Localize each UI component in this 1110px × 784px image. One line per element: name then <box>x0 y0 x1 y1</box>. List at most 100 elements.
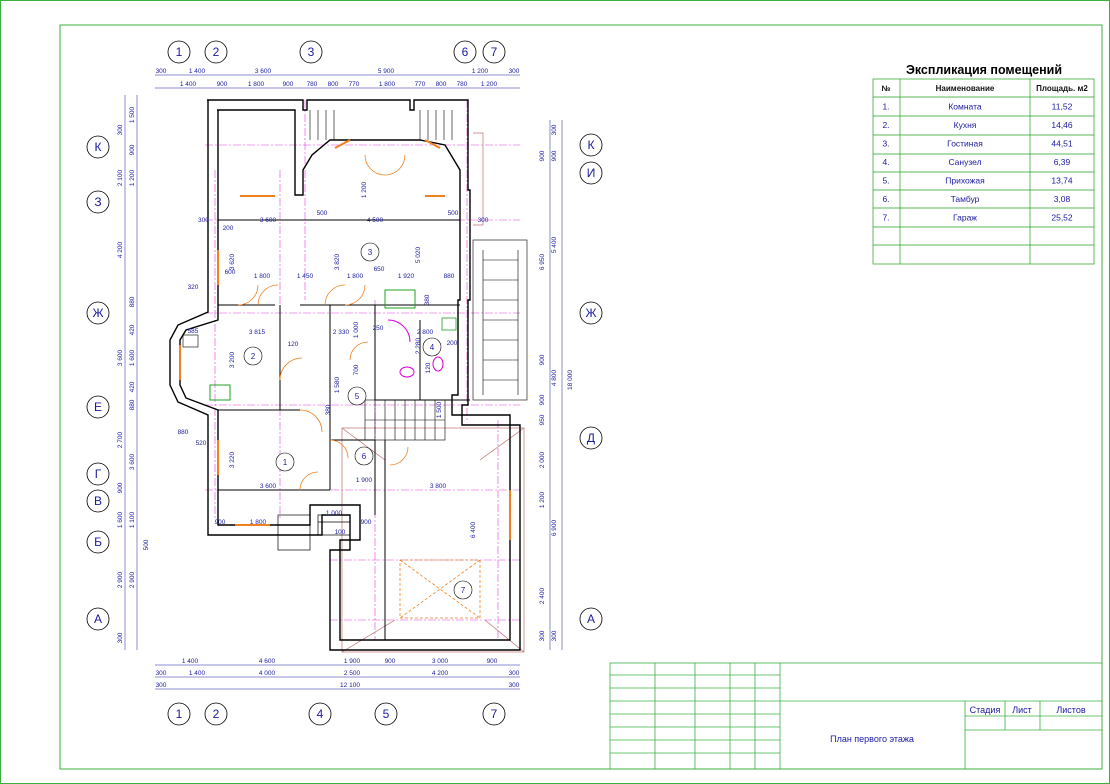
dimension-label: 520 <box>196 440 207 447</box>
dimension-label: 1 600 <box>129 349 136 366</box>
dimension-label: 100 <box>335 529 346 536</box>
dimension-label: 120 <box>425 362 432 373</box>
table-cell-number: 2. <box>882 120 889 130</box>
dimension-label: 320 <box>188 284 199 291</box>
axis-label-right: И <box>587 166 596 180</box>
dimension-label: 300 <box>156 682 167 689</box>
staircase <box>364 399 446 441</box>
dimension-label: 900 <box>539 394 546 405</box>
dimension-label: 300 <box>539 630 546 641</box>
table-cell-name: Санузел <box>948 157 981 167</box>
dimension-label: 380 <box>325 404 332 415</box>
dimension-label: 500 <box>317 210 328 217</box>
dimension-label: 4 000 <box>259 670 276 677</box>
dimension-label: 1 500 <box>436 401 443 418</box>
dimension-label: 900 <box>487 658 498 665</box>
axis-label-left: Е <box>94 400 102 414</box>
table-cell-number: 5. <box>882 176 889 186</box>
dimension-label: 420 <box>129 381 136 392</box>
interior-walls <box>218 219 470 640</box>
dimension-label: 1 900 <box>356 477 373 484</box>
dimension-label: 700 <box>353 364 360 375</box>
dimension-label: 2 330 <box>333 329 350 336</box>
dimension-label: 880 <box>444 273 455 280</box>
windows <box>179 139 511 540</box>
room-number: 3 <box>368 248 373 257</box>
dimension-label: 300 <box>478 217 489 224</box>
axis-label-top: 3 <box>308 45 315 59</box>
dimension-label: 900 <box>217 81 228 88</box>
entrance-steps <box>277 514 351 551</box>
dimension-label: 420 <box>129 324 136 335</box>
table-header: № <box>882 84 891 93</box>
table-cell-name: Тамбур <box>951 194 980 204</box>
dimension-label: 200 <box>447 340 458 347</box>
room-schedule: Экспликация помещений № Наименование Пло… <box>872 63 1095 265</box>
table-cell-number: 3. <box>882 139 889 149</box>
axis-label-left: Ж <box>92 306 103 320</box>
dimension-label: 1 600 <box>117 511 124 528</box>
doors <box>237 154 409 491</box>
dimension-label: 3 000 <box>432 658 449 665</box>
dimension-label: 300 <box>156 670 167 677</box>
axis-label-left: В <box>94 494 102 508</box>
dimension-label: 3 600 <box>260 483 277 490</box>
dimension-label: 1 200 <box>129 169 136 186</box>
table-cell-number: 7. <box>882 213 889 223</box>
dimension-label: 3 815 <box>249 329 266 336</box>
table-cell-name: Комната <box>948 102 982 112</box>
dimension-label: 1 580 <box>334 376 341 393</box>
dimension-label: 1 200 <box>481 81 498 88</box>
roof-outline <box>341 132 525 653</box>
table-cell-area: 14,46 <box>1051 120 1073 130</box>
dimension-label: 18 000 <box>567 370 574 390</box>
dimension-label: 5 900 <box>378 68 395 75</box>
dimension-label: 4 500 <box>367 217 384 224</box>
room-number: 4 <box>430 343 435 352</box>
dimension-label: 1 200 <box>472 68 489 75</box>
dimension-label: 900 <box>117 482 124 493</box>
sanitary-fixtures <box>182 289 457 401</box>
table-cell-name: Гостиная <box>947 139 983 149</box>
dimension-lines <box>124 74 563 690</box>
dimension-label: 300 <box>551 630 558 641</box>
dimension-label: 1 900 <box>344 658 361 665</box>
dimension-label: 2 280 <box>415 337 422 354</box>
dimension-label: 900 <box>129 144 136 155</box>
dimension-label: 300 <box>509 670 520 677</box>
axis-label-right: Ж <box>585 306 596 320</box>
dimension-label: 1 500 <box>129 106 136 123</box>
dimension-label: 780 <box>457 81 468 88</box>
dimension-label: 900 <box>215 519 226 526</box>
dimension-label: 2 800 <box>417 329 434 336</box>
room-markers <box>243 242 473 600</box>
dimension-label: 900 <box>361 519 372 526</box>
dimension-label: 900 <box>385 658 396 665</box>
dimension-label: 1 400 <box>189 68 206 75</box>
axis-label-right: К <box>588 138 595 152</box>
axis-label-bottom: 7 <box>491 707 498 721</box>
axis-label-top: 7 <box>491 45 498 59</box>
dimension-label: 120 <box>288 341 299 348</box>
sheets-count-label: Листов <box>1056 705 1085 715</box>
table-cell-area: 25,52 <box>1051 213 1073 223</box>
dimension-label: 3 220 <box>229 451 236 468</box>
dimension-label: 2 700 <box>117 431 124 448</box>
dimension-label: 4 200 <box>117 241 124 258</box>
dimension-label: 200 <box>223 225 234 232</box>
table-cell-number: 1. <box>882 102 889 112</box>
dimension-label: 250 <box>373 325 384 332</box>
axis-label-top: 6 <box>462 45 469 59</box>
dimension-label: 900 <box>539 354 546 365</box>
dimension-label: 1 000 <box>326 510 343 517</box>
axis-label-left: Г <box>95 467 102 481</box>
room-number: 5 <box>355 392 360 401</box>
dimension-labels: 300 1 400 3 600 5 900 1 200 300 1 400 90… <box>117 68 574 689</box>
room-number: 7 <box>461 586 466 595</box>
axis-label-right: А <box>587 612 595 626</box>
dimension-label: 2 900 <box>129 571 136 588</box>
exterior-walls <box>169 99 521 651</box>
axis-label-bottom: 2 <box>213 707 220 721</box>
dimension-label: 300 <box>509 68 520 75</box>
